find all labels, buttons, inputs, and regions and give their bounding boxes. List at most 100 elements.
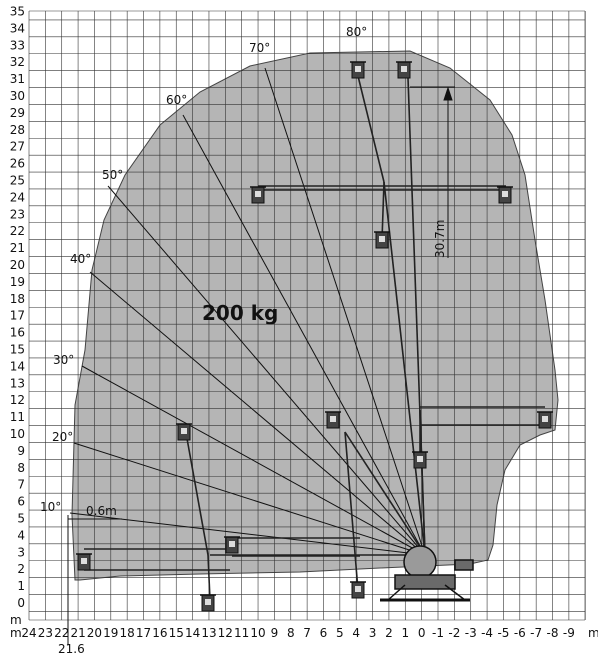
- y-tick-label: 8: [17, 461, 25, 475]
- y-tick-label: 1: [17, 579, 25, 593]
- y-tick-label: 29: [10, 106, 25, 120]
- y-tick-label: 6: [17, 495, 25, 509]
- y-tick-label: 35: [10, 5, 25, 19]
- y-tick-label: 9: [17, 444, 25, 458]
- basket-icon: [412, 451, 428, 469]
- basket-icon: [396, 61, 412, 79]
- x-tick-label: 15: [169, 626, 184, 640]
- x-tick-label: 1: [401, 626, 409, 640]
- angle-label: 60°: [166, 93, 187, 107]
- y-tick-label: 31: [10, 72, 25, 86]
- boom-angle-ray: [182, 114, 426, 556]
- y-tick-label: 23: [10, 207, 25, 221]
- y-tick-label: 15: [10, 343, 25, 357]
- y-tick-label: 7: [17, 478, 25, 492]
- y-tick-label: 16: [10, 326, 25, 340]
- x-tick-label: -6: [514, 626, 526, 640]
- y-tick-label: 25: [10, 174, 25, 188]
- basket-icons: [76, 61, 553, 612]
- load-label: 200 kg: [202, 301, 278, 325]
- basket-icon: [537, 411, 553, 429]
- x-tick-label: 8: [287, 626, 295, 640]
- x-tick-label: -8: [547, 626, 559, 640]
- basket-icon: [250, 186, 266, 204]
- boom-angle-ray: [264, 67, 426, 556]
- y-tick-label: 20: [10, 258, 25, 272]
- machine-chassis: [380, 545, 474, 602]
- angle-label: 40°: [70, 252, 91, 266]
- basket-icon: [325, 411, 341, 429]
- basket-icon: [224, 536, 240, 554]
- working-envelope: [71, 50, 559, 581]
- angle-label: 20°: [52, 430, 73, 444]
- basket-icon: [350, 581, 366, 599]
- y-axis-unit: m: [10, 613, 22, 627]
- x-tick-label: 9: [271, 626, 279, 640]
- angle-label: 30°: [53, 353, 74, 367]
- x-tick-label: -7: [530, 626, 542, 640]
- x-tick-label: 22: [54, 626, 69, 640]
- y-tick-label: 4: [17, 528, 25, 542]
- offset-label: 0.6m: [86, 504, 117, 518]
- x-tick-label: 20: [87, 626, 102, 640]
- y-tick-label: 21: [10, 241, 25, 255]
- x-tick-label: -5: [497, 626, 509, 640]
- x-tick-label: 13: [201, 626, 216, 640]
- basket-icon: [200, 594, 216, 612]
- y-tick-label: 10: [10, 427, 25, 441]
- boom-angle-ray: [107, 185, 426, 556]
- x-tick-label: 6: [320, 626, 328, 640]
- y-tick-label: 32: [10, 55, 25, 69]
- y-tick-label: 34: [10, 21, 25, 35]
- y-tick-label: 18: [10, 292, 25, 306]
- x-tick-label: 19: [103, 626, 118, 640]
- x-axis-unit-right: m: [588, 626, 598, 640]
- basket-icon: [176, 423, 192, 441]
- y-tick-label: 24: [10, 190, 25, 204]
- x-tick-label: 12: [218, 626, 233, 640]
- y-tick-label: 17: [10, 309, 25, 323]
- boom-angle-ray: [89, 271, 426, 556]
- boom-silhouettes: [84, 75, 545, 601]
- y-tick-label: 28: [10, 123, 25, 137]
- y-tick-label: 30: [10, 89, 25, 103]
- x-tick-label: 0: [418, 626, 426, 640]
- y-tick-label: 13: [10, 376, 25, 390]
- height-label: 30.7m: [433, 220, 447, 258]
- y-tick-label: 14: [10, 359, 25, 373]
- x-tick-label: 3: [369, 626, 377, 640]
- y-tick-label: 11: [10, 410, 25, 424]
- y-tick-label: 22: [10, 224, 25, 238]
- y-tick-label: 12: [10, 393, 25, 407]
- x-tick-label: -3: [465, 626, 477, 640]
- x-tick-label: -4: [481, 626, 493, 640]
- x-tick-label: -9: [563, 626, 575, 640]
- x-tick-label: 10: [250, 626, 265, 640]
- x-tick-label: -2: [448, 626, 460, 640]
- x-tick-label: 17: [136, 626, 151, 640]
- labels: 0123456789101112131415161718192021222324…: [10, 5, 575, 641]
- x-tick-label: 21: [70, 626, 85, 640]
- y-tick-label: 2: [17, 562, 25, 576]
- height-dimension: [410, 86, 455, 258]
- y-tick-label: 19: [10, 275, 25, 289]
- offset-dimension: [67, 515, 122, 645]
- max-outreach-label: 21.6: [58, 642, 85, 656]
- x-tick-label: 4: [352, 626, 360, 640]
- y-tick-label: 26: [10, 157, 25, 171]
- x-tick-label: 16: [152, 626, 167, 640]
- x-tick-label: 7: [303, 626, 311, 640]
- y-tick-label: 33: [10, 38, 25, 52]
- angle-label: 70°: [249, 41, 270, 55]
- angle-label: 50°: [102, 168, 123, 182]
- basket-icon: [76, 553, 92, 571]
- basket-icon: [374, 231, 390, 249]
- x-tick-label: 23: [38, 626, 53, 640]
- y-tick-label: 0: [17, 596, 25, 610]
- grid: [28, 10, 586, 621]
- y-tick-label: 5: [17, 512, 25, 526]
- x-tick-label: 5: [336, 626, 344, 640]
- x-tick-label: -1: [432, 626, 444, 640]
- x-axis-unit-left: m: [10, 626, 22, 640]
